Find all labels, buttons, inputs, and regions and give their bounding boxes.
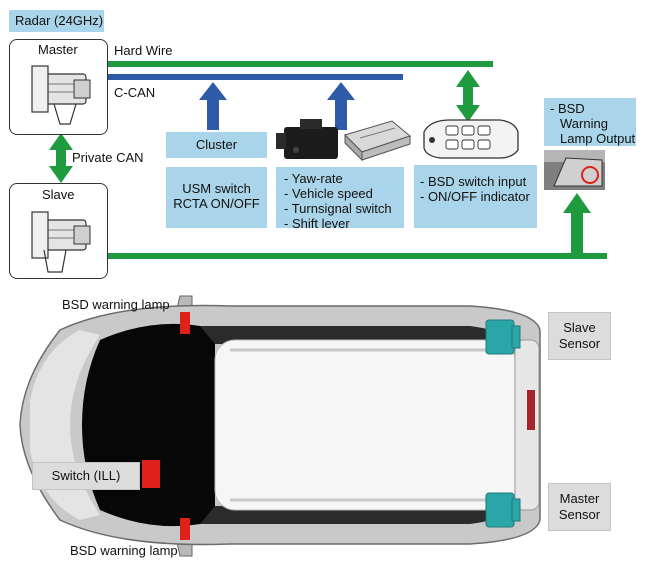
slave-radar-icon — [31, 211, 91, 273]
bsd-warning-lamp-bottom-marker — [180, 518, 190, 540]
side-mirror-icon — [544, 150, 605, 190]
lamp-output-arrow — [563, 193, 591, 254]
onoff-indicator-line: - ON/OFF indicator — [420, 189, 530, 204]
ccan-arrow-cluster — [199, 82, 227, 130]
bsd-switch-panel-icon — [423, 119, 519, 159]
input-vehicle-speed: - Vehicle speed — [284, 186, 373, 201]
master-sensor-line-2: Sensor — [558, 507, 601, 522]
switch-ill-marker — [142, 460, 160, 488]
hard-wire-arrow-bsd-switch — [456, 70, 480, 122]
slave-radar-unit: Slave — [9, 183, 108, 279]
usm-switch-line: USM switch — [182, 181, 251, 196]
slave-sensor-line-2: Sensor — [558, 336, 601, 351]
input-yaw-rate: - Yaw-rate — [284, 171, 343, 186]
bsd-warning-lamp-bottom-label: BSD warning lamp — [70, 543, 178, 558]
slave-hard-wire-line — [107, 253, 607, 259]
usm-switch-box: USM switch RCTA ON/OFF — [166, 167, 267, 228]
cluster-box: Cluster — [166, 132, 267, 158]
car-roof — [214, 339, 516, 511]
slave-sensor-box: Slave Sensor — [548, 312, 611, 360]
car-windshield — [82, 323, 215, 527]
bsd-switch-box: - BSD switch input - ON/OFF indicator — [414, 165, 537, 228]
private-can-label: Private CAN — [72, 150, 144, 165]
yaw-sensor-icon — [276, 119, 338, 159]
bsd-switch-input-line: - BSD switch input — [420, 174, 527, 189]
input-turnsignal-switch: - Turnsignal switch — [284, 201, 392, 216]
slave-label: Slave — [42, 187, 75, 202]
lamp-output-box: - BSD Warning Lamp Output — [544, 98, 636, 146]
ccan-arrow-vehicle — [327, 82, 355, 130]
lamp-output-line-3: Lamp Output — [560, 131, 636, 146]
ecu-module-icon — [344, 120, 412, 162]
input-shift-lever: - Shift lever — [284, 216, 350, 231]
switch-ill-label: Switch (ILL) — [32, 462, 140, 490]
bsd-warning-lamp-top-marker — [180, 312, 190, 334]
master-sensor-box: Master Sensor — [548, 483, 611, 531]
vehicle-inputs-box: - Yaw-rate - Vehicle speed - Turnsignal … — [276, 167, 404, 231]
master-sensor-line-1: Master — [559, 491, 600, 506]
ccan-label: C-CAN — [114, 85, 156, 100]
lamp-output-line-1: - BSD — [550, 101, 585, 116]
bsd-warning-lamp-top-label: BSD warning lamp — [62, 297, 170, 312]
master-sensor-marker — [485, 492, 521, 528]
hard-wire-line — [107, 61, 493, 67]
rcta-line: RCTA ON/OFF — [173, 196, 260, 211]
radar-label: Radar (24GHz) — [9, 10, 104, 32]
slave-sensor-marker — [485, 319, 521, 355]
private-can-arrow — [49, 133, 73, 183]
hard-wire-label: Hard Wire — [114, 43, 173, 58]
lamp-output-line-2: Warning — [560, 116, 608, 131]
master-label: Master — [38, 42, 78, 57]
master-radar-icon — [31, 65, 91, 125]
ccan-line — [107, 74, 403, 80]
master-radar-unit: Master — [9, 39, 108, 135]
slave-sensor-line-1: Slave — [563, 320, 596, 335]
